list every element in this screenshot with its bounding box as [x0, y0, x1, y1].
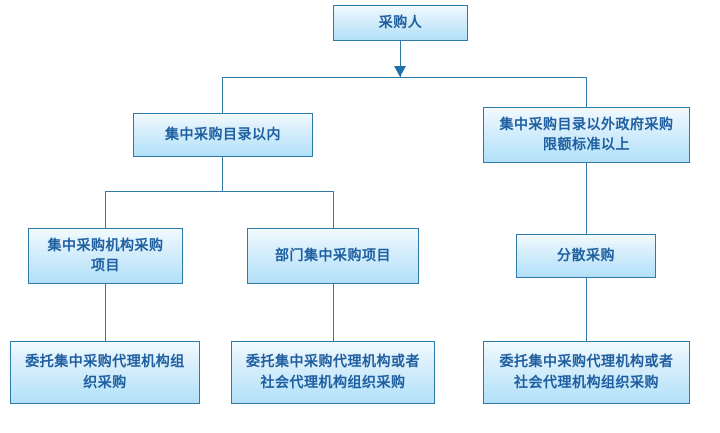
node-decentralized-procurement[interactable]: 分散采购 [516, 234, 656, 278]
connector-root-arrowhead [394, 66, 406, 77]
node-label-entrust-central-agency: 委托集中采购代理机构组 织采购 [25, 354, 185, 391]
node-outside-catalog[interactable]: 集中采购目录以外政府采购 限额标准以上 [483, 107, 690, 163]
node-label-decentralized-procurement: 分散采购 [557, 247, 615, 264]
node-label-outside-catalog: 集中采购目录以外政府采购 限额标准以上 [499, 116, 674, 153]
node-entrust-central-or-social-agency-mid[interactable]: 委托集中采购代理机构或者 社会代理机构组织采购 [231, 341, 435, 404]
node-label-central-agency-project: 集中采购机构采购 项目 [47, 237, 164, 274]
connector-level2-bus [105, 191, 334, 192]
connector-within-stem-down [222, 157, 223, 191]
connector-outside-stem-down [586, 163, 587, 234]
connector-branch-l2-right [333, 191, 334, 228]
connector-branch-left-drop [222, 77, 223, 113]
node-label-within-catalog: 集中采购目录以内 [165, 126, 281, 143]
node-entrust-central-agency[interactable]: 委托集中采购代理机构组 织采购 [10, 341, 200, 404]
node-label-entrust-central-or-social-agency-mid: 委托集中采购代理机构或者 社会代理机构组织采购 [246, 354, 420, 391]
node-root[interactable]: 采购人 [333, 5, 468, 41]
node-within-catalog[interactable]: 集中采购目录以内 [133, 113, 313, 157]
node-department-central-project[interactable]: 部门集中采购项目 [247, 228, 419, 284]
connector-branch-right-drop [586, 77, 587, 107]
node-entrust-central-or-social-agency-right[interactable]: 委托集中采购代理机构或者 社会代理机构组织采购 [483, 341, 690, 404]
node-label-root: 采购人 [378, 14, 423, 31]
connector-level1-bus [222, 77, 587, 78]
node-label-entrust-central-or-social-agency-right: 委托集中采购代理机构或者 社会代理机构组织采购 [499, 354, 674, 391]
connector-right-to-bottom [586, 278, 587, 341]
node-central-agency-project[interactable]: 集中采购机构采购 项目 [28, 228, 183, 284]
connector-branch-l2-left [105, 191, 106, 228]
node-label-department-central-project: 部门集中采购项目 [275, 247, 391, 264]
connector-mid-to-bottom [333, 284, 334, 341]
connector-left-to-bottom [105, 284, 106, 341]
connector-root-stem [400, 41, 401, 77]
